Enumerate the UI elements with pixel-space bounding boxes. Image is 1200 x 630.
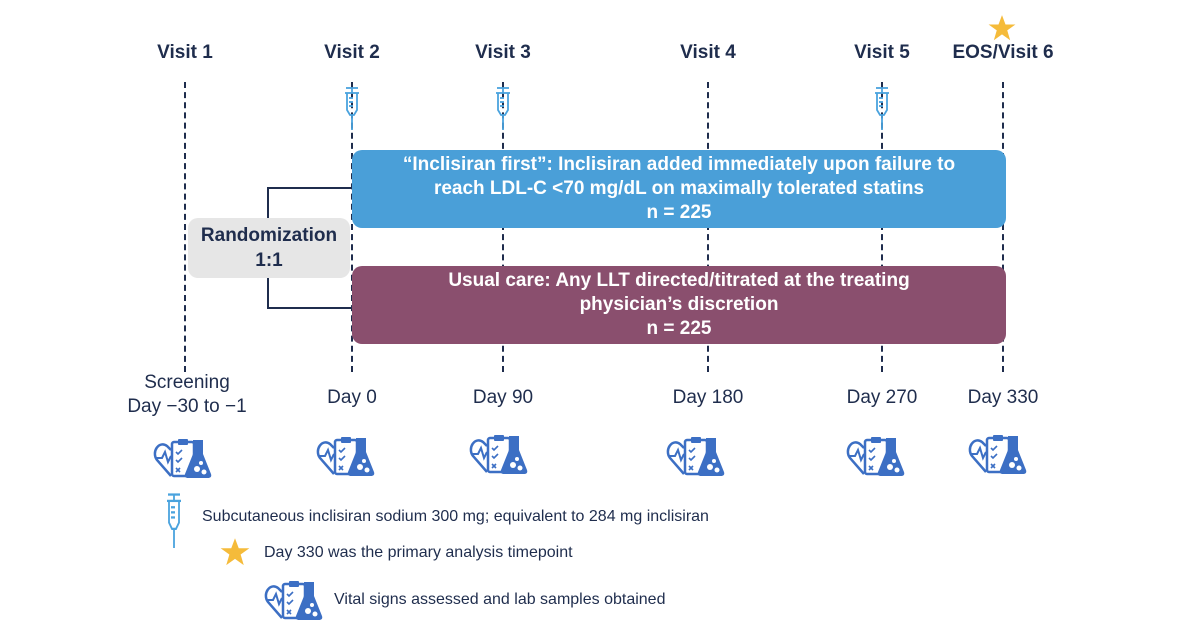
arm-description: Usual care: Any LLT directed/titrated at… <box>448 270 910 291</box>
arm-description: physician’s discretion <box>579 294 779 315</box>
syringe-icon <box>164 492 184 548</box>
timeline-visit-6 <box>1002 82 1004 372</box>
day-screening: Screening Day −30 to −1 <box>127 371 246 419</box>
day-0: Day 0 <box>327 387 377 408</box>
vitals-lab-icon <box>666 434 726 478</box>
vitals-lab-icon <box>153 436 213 480</box>
arm-description: reach LDL-C <70 mg/dL on maximally toler… <box>433 178 925 199</box>
star-icon <box>988 15 1016 41</box>
visit-1-label: Visit 1 <box>157 42 213 63</box>
visit-2-label: Visit 2 <box>324 42 380 63</box>
arm-usual-care: Usual care: Any LLT directed/titrated at… <box>352 266 1006 344</box>
vitals-lab-icon <box>264 578 324 622</box>
vitals-lab-icon <box>316 434 376 478</box>
visit-6-label: EOS/Visit 6 <box>952 42 1054 63</box>
visit-3-label: Visit 3 <box>475 42 531 63</box>
visit-4-label: Visit 4 <box>680 42 736 63</box>
day-270: Day 270 <box>846 387 918 408</box>
vitals-lab-icon <box>968 432 1028 476</box>
randomization-box: Randomization 1:1 <box>188 218 350 278</box>
syringe-icon <box>342 86 362 130</box>
syringe-icon <box>493 86 513 130</box>
randomization-ratio: 1:1 <box>255 250 283 271</box>
randomization-label: Randomization <box>200 225 338 246</box>
day-180: Day 180 <box>672 387 744 408</box>
vitals-lab-icon <box>846 434 906 478</box>
arm-n: n = 225 <box>646 318 712 339</box>
star-icon <box>220 538 250 566</box>
syringe-icon <box>872 86 892 130</box>
day-330: Day 330 <box>967 387 1039 408</box>
screening-label: Screening <box>144 372 230 393</box>
timeline-visit-1 <box>184 82 186 372</box>
day-90: Day 90 <box>472 387 534 408</box>
vitals-lab-icon <box>469 432 529 476</box>
screening-range: Day −30 to −1 <box>127 396 247 417</box>
timeline-visit-2 <box>351 82 353 372</box>
legend-star: Day 330 was the primary analysis timepoi… <box>264 544 573 561</box>
arm-inclisiran-first: “Inclisiran first”: Inclisiran added imm… <box>352 150 1006 228</box>
arm-n: n = 225 <box>646 202 712 223</box>
legend-assessment: Vital signs assessed and lab samples obt… <box>334 591 666 608</box>
legend-syringe: Subcutaneous inclisiran sodium 300 mg; e… <box>202 508 709 525</box>
visit-5-label: Visit 5 <box>854 42 910 63</box>
arm-description: “Inclisiran first”: Inclisiran added imm… <box>402 154 956 175</box>
